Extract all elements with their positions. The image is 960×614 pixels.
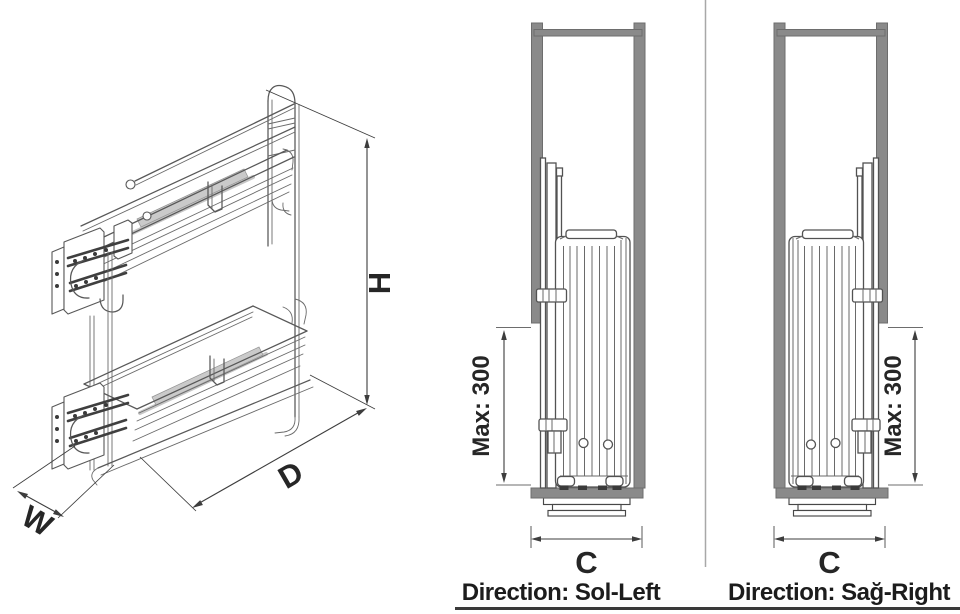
upper-basket-wireframe [80, 103, 296, 284]
cabinet-panels-right [773, 22, 889, 517]
dim-d-label: D [272, 454, 309, 496]
max300-right-label: Max: 300 [880, 355, 907, 456]
dim-c-right-label: C [818, 545, 840, 580]
dim-h-label: H [362, 272, 397, 294]
cabinet-panels-left [530, 22, 646, 517]
dimension-c-right: C [773, 526, 886, 580]
direction-left-label: Direction: Sol-Left [462, 579, 661, 606]
pullout-unit-front-right [788, 157, 884, 490]
bottom-rule [455, 607, 960, 610]
dimension-d: D [139, 408, 367, 512]
front-view-right: Max: 300 C Direction: Sağ-Right [728, 22, 951, 606]
lower-basket-wireframe [83, 298, 314, 486]
lower-front-bracket [51, 382, 130, 470]
isometric-view: H D W [12, 84, 397, 544]
dimension-max300-right: Max: 300 [880, 327, 923, 486]
dimension-c-left: C [530, 526, 643, 580]
front-view-left: Max: 300 C Direction: Sol-Left [462, 22, 661, 606]
max300-left-label: Max: 300 [468, 355, 495, 456]
rear-frame-wireframe [267, 84, 300, 437]
dim-w-label: W [16, 498, 59, 543]
direction-right-label: Direction: Sağ-Right [728, 579, 951, 606]
dimension-max300-left: Max: 300 [468, 327, 531, 486]
dim-c-left-label: C [575, 545, 597, 580]
upper-front-bracket [51, 219, 133, 471]
pullout-unit-front-left [535, 157, 631, 490]
dimension-h: H [265, 89, 397, 410]
